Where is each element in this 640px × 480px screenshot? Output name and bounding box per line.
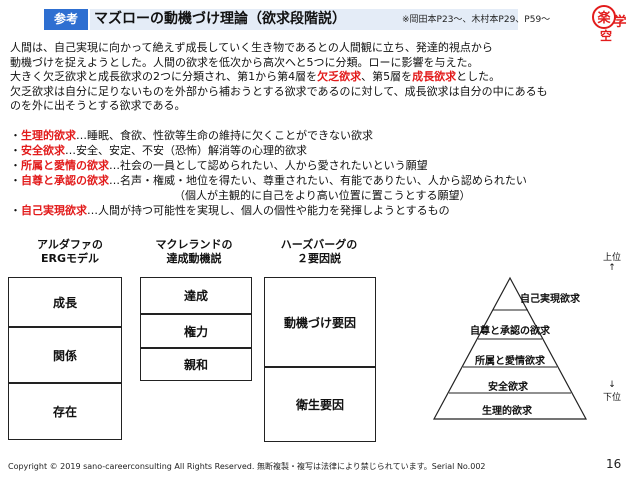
need-term: 自己実現欲求 [21,204,87,217]
deficiency-needs-highlight: 欠乏欲求 [317,70,362,84]
intro-line: 動機づけを捉えようとした。人間の欲求を低次から高次へと5つに分類。ローに影響を与… [10,55,479,69]
mcclelland-title: マクレランドの 達成動機説 [136,238,252,266]
list-item: ・所属と愛情の欲求…社会の一員として認められたい、人から愛されたいという願望 [10,159,428,172]
down-arrow-icon: ↓ [608,380,616,390]
reference-tag: 参考 [44,9,88,30]
pyramid-level-safety: 安全欲求 [488,382,528,393]
intro-line: 大きく欠乏欲求と成長欲求の2つに分類され、第1から第4層を欠乏欲求、第5層を成長… [10,70,626,85]
mcclelland-title-line2: 達成動機説 [166,252,222,265]
erg-relatedness-label: 関係 [52,348,77,363]
intro-text: とした。 [456,70,501,84]
pyramid-bottom-marker: ↓ 下位 [599,380,625,403]
intro-line: のを外に出そうとする欲求である。 [10,99,186,113]
mcclelland-affiliation-box: 親和 [140,348,252,381]
svg-text:学: 学 [613,14,626,30]
erg-existence-box: 存在 [8,383,122,440]
need-term: 生理的欲求 [21,129,76,142]
intro-line: 人間は、自己実現に向かって絶えず成長していく生き物であるとの人間観に立ち、発達的… [10,41,493,54]
maslow-pyramid [432,276,588,420]
erg-existence-label: 存在 [52,405,77,419]
erg-growth-box: 成長 [8,277,122,327]
alderfer-title-line2: ERGモデル [40,252,99,265]
need-desc: …安全、安定、不安（恐怖）解消等の心理的欲求 [65,144,307,157]
need-desc: …睡眠、食欲、性欲等生命の維持に欠くことができない欲求 [76,129,373,142]
needs-list: ・生理的欲求…睡眠、食欲、性欲等生命の維持に欠くことができない欲求 ・安全欲求…… [10,128,626,218]
copyright-text: Copyright © 2019 sano-careerconsulting A… [8,462,255,471]
top-label: 上位 [602,253,621,263]
alderfer-title-line1: アルダファの [37,238,103,251]
rakugaku-logo-icon: 楽 学 空 [592,5,627,43]
need-term: 所属と愛情の欲求 [21,159,109,172]
herzberg-title: ハーズバーグの ２要因説 [264,238,374,266]
mcclelland-affiliation-label: 親和 [183,358,208,372]
mcclelland-achievement-box: 達成 [140,277,252,314]
mcclelland-achievement-label: 達成 [183,289,208,303]
list-item: ・生理的欲求…睡眠、食欲、性欲等生命の維持に欠くことができない欲求 [10,129,373,142]
copy-notice: 無断複製・複写は法律により禁じられています。Serial No.002 [256,462,486,471]
pyramid-top-marker: 上位 ↑ [599,250,625,273]
svg-text:空: 空 [600,28,612,43]
pyramid-level-self-actualization: 自己実現欲求 [520,294,580,305]
mcclelland-power-box: 権力 [140,314,252,348]
need-term: 自尊と承認の欲求 [21,174,109,187]
pyramid-level-belonging: 所属と愛情欲求 [475,356,545,367]
erg-relatedness-box: 関係 [8,327,122,383]
mcclelland-title-line1: マクレランドの [155,238,233,251]
svg-text:楽: 楽 [596,10,611,26]
intro-paragraph: 人間は、自己実現に向かって絶えず成長していく生き物であるとの人間観に立ち、発達的… [10,41,626,114]
need-desc: …名声・権威・地位を得たい、尊重されたい、有能でありたい、人から認められたい [109,174,527,187]
list-item: ・安全欲求…安全、安定、不安（恐怖）解消等の心理的欲求 [10,144,307,157]
intro-text: 、第5層を [361,70,413,84]
page-title: マズローの動機づけ理論（欲求段階説） [94,11,346,27]
page-number: 16 [606,457,622,471]
intro-line: 欠乏欲求は自分に足りないものを外部から補おうとする欲求であるのに対して、成長欲求… [10,84,548,98]
list-item: ・自己実現欲求…人間が持つ可能性を実現し、個人の個性や能力を発揮しようとするもの [10,204,450,217]
herzberg-hygiene-label: 衛生要因 [295,398,344,412]
need-desc: …人間が持つ可能性を実現し、個人の個性や能力を発揮しようとするもの [87,204,450,217]
herzberg-motivator-box: 動機づけ要因 [264,277,376,367]
up-arrow-icon: ↑ [608,263,616,273]
growth-needs-highlight: 成長欲求 [412,70,457,84]
list-item-continuation: （個人が主観的に自己をより高い位置に置こうとする願望） [174,189,471,202]
herzberg-title-line1: ハーズバーグの [280,238,358,251]
need-desc: …社会の一員として認められたい、人から愛されたいという願望 [109,159,428,172]
title-bar [90,9,518,30]
footer: Copyright © 2019 sano-careerconsulting A… [8,461,486,472]
erg-growth-label: 成長 [52,295,77,310]
herzberg-hygiene-box: 衛生要因 [264,367,376,442]
pyramid-level-physiological: 生理的欲求 [482,406,532,417]
bottom-label: 下位 [602,393,621,403]
list-item: ・自尊と承認の欲求…名声・権威・地位を得たい、尊重されたい、有能でありたい、人か… [10,174,527,187]
reference-note: ※岡田本P23～、木村本P29、P59～ [402,15,551,25]
mcclelland-power-label: 権力 [183,324,208,339]
pyramid-level-esteem: 自尊と承認の欲求 [470,326,550,337]
alderfer-title: アルダファの ERGモデル [20,238,120,266]
intro-text: 大きく欠乏欲求と成長欲求の2つに分類され、第1から第4層を [10,70,318,84]
herzberg-motivator-label: 動機づけ要因 [283,315,356,330]
herzberg-title-line2: ２要因説 [297,252,341,265]
need-term: 安全欲求 [21,144,65,157]
